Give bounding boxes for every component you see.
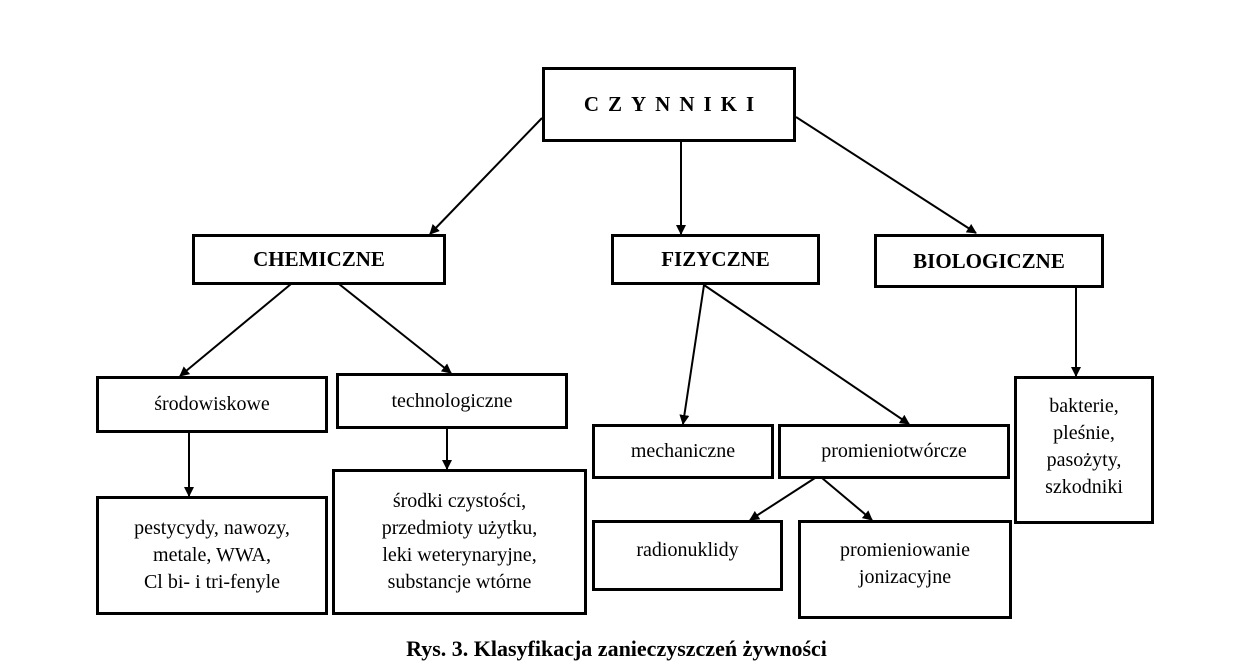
arrow-chemical-to-technological: [338, 283, 452, 374]
node-radionuclides: radionuklidy: [592, 520, 783, 591]
node-physical: FIZYCZNE: [611, 234, 820, 285]
node-environmental-examples: pestycydy, nawozy, metale, WWA, Cl bi- i…: [96, 496, 328, 615]
node-ionizing-radiation: promieniowanie jonizacyjne: [798, 520, 1012, 619]
node-chemical: CHEMICZNE: [192, 234, 446, 285]
arrow-physical-to-mechanical: [679, 284, 705, 425]
node-biological: BIOLOGICZNE: [874, 234, 1104, 288]
arrow-root-to-biological: [795, 116, 977, 234]
node-biological-examples: bakterie, pleśnie, pasożyty, szkodniki: [1014, 376, 1154, 524]
arrow-radioactive-to-ionizing: [821, 477, 873, 521]
root-node-factors: CZYNNIKI: [542, 67, 796, 142]
node-radioactive: promieniotwórcze: [778, 424, 1010, 479]
figure-caption: Rys. 3. Klasyfikacja zanieczyszczeń żywn…: [406, 636, 827, 661]
node-technological-examples: środki czystości, przedmioty użytku, lek…: [332, 469, 587, 615]
arrow-radioactive-to-radionuclides: [749, 477, 816, 521]
arrow-chemical-to-environmental: [179, 283, 292, 377]
arrow-root-to-chemical: [429, 117, 543, 235]
node-technological: technologiczne: [336, 373, 568, 429]
arrow-physical-to-radioactive: [703, 284, 910, 425]
node-mechanical: mechaniczne: [592, 424, 774, 479]
node-environmental: środowiskowe: [96, 376, 328, 433]
